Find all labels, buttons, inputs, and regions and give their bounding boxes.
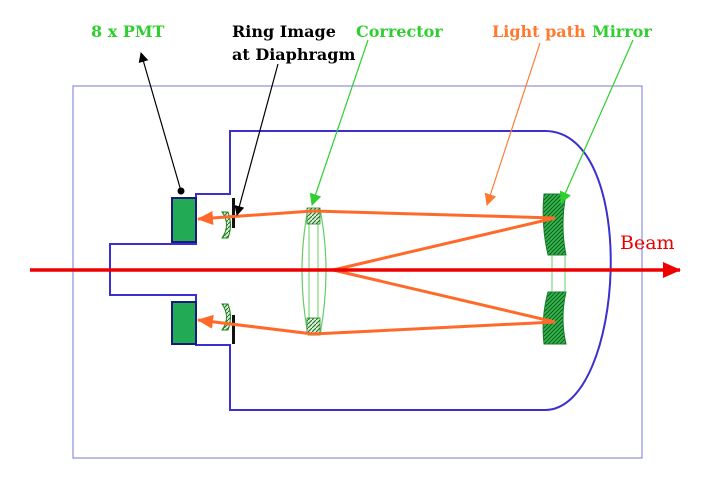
mirror-pointer bbox=[559, 39, 634, 204]
diaphragm-bottom bbox=[232, 315, 235, 344]
pmt-bottom bbox=[171, 301, 197, 345]
light-rays bbox=[197, 209, 556, 336]
mirror-label: Mirror bbox=[592, 22, 652, 41]
corrector-pointer bbox=[309, 39, 369, 206]
ring-image-pointer bbox=[234, 63, 279, 216]
light-path-pointer bbox=[484, 42, 541, 206]
ray-bottom-return bbox=[312, 320, 556, 336]
beam-label: Beam bbox=[620, 232, 675, 254]
pmt-top bbox=[171, 197, 197, 243]
ring-image-label-line2: at Diaphragm bbox=[232, 45, 355, 64]
corrector-label: Corrector bbox=[356, 22, 443, 41]
ray-top-converging bbox=[332, 216, 556, 272]
corrector-hatch-bottom bbox=[306, 317, 321, 335]
mirror-bottom bbox=[542, 291, 567, 345]
vessel-outline bbox=[109, 130, 612, 411]
ring-image-label-line1: Ring Image bbox=[232, 22, 336, 41]
diaphragm-top bbox=[232, 198, 235, 228]
light-path-label: Light path bbox=[492, 22, 586, 41]
ray-top-return bbox=[312, 209, 556, 220]
pmt-pointer bbox=[138, 52, 182, 192]
corrector-lens bbox=[301, 208, 327, 336]
mirror-top bbox=[542, 193, 567, 256]
pmt-pointer-dot bbox=[177, 187, 185, 195]
pmt-lens-bottom bbox=[221, 303, 231, 331]
outer-frame bbox=[72, 85, 643, 459]
ray-bottom-converging bbox=[332, 268, 556, 324]
ray-bottom-to-pmt bbox=[197, 314, 314, 336]
ray-top-to-pmt bbox=[197, 209, 314, 225]
pmt-label: 8 x PMT bbox=[91, 22, 165, 41]
